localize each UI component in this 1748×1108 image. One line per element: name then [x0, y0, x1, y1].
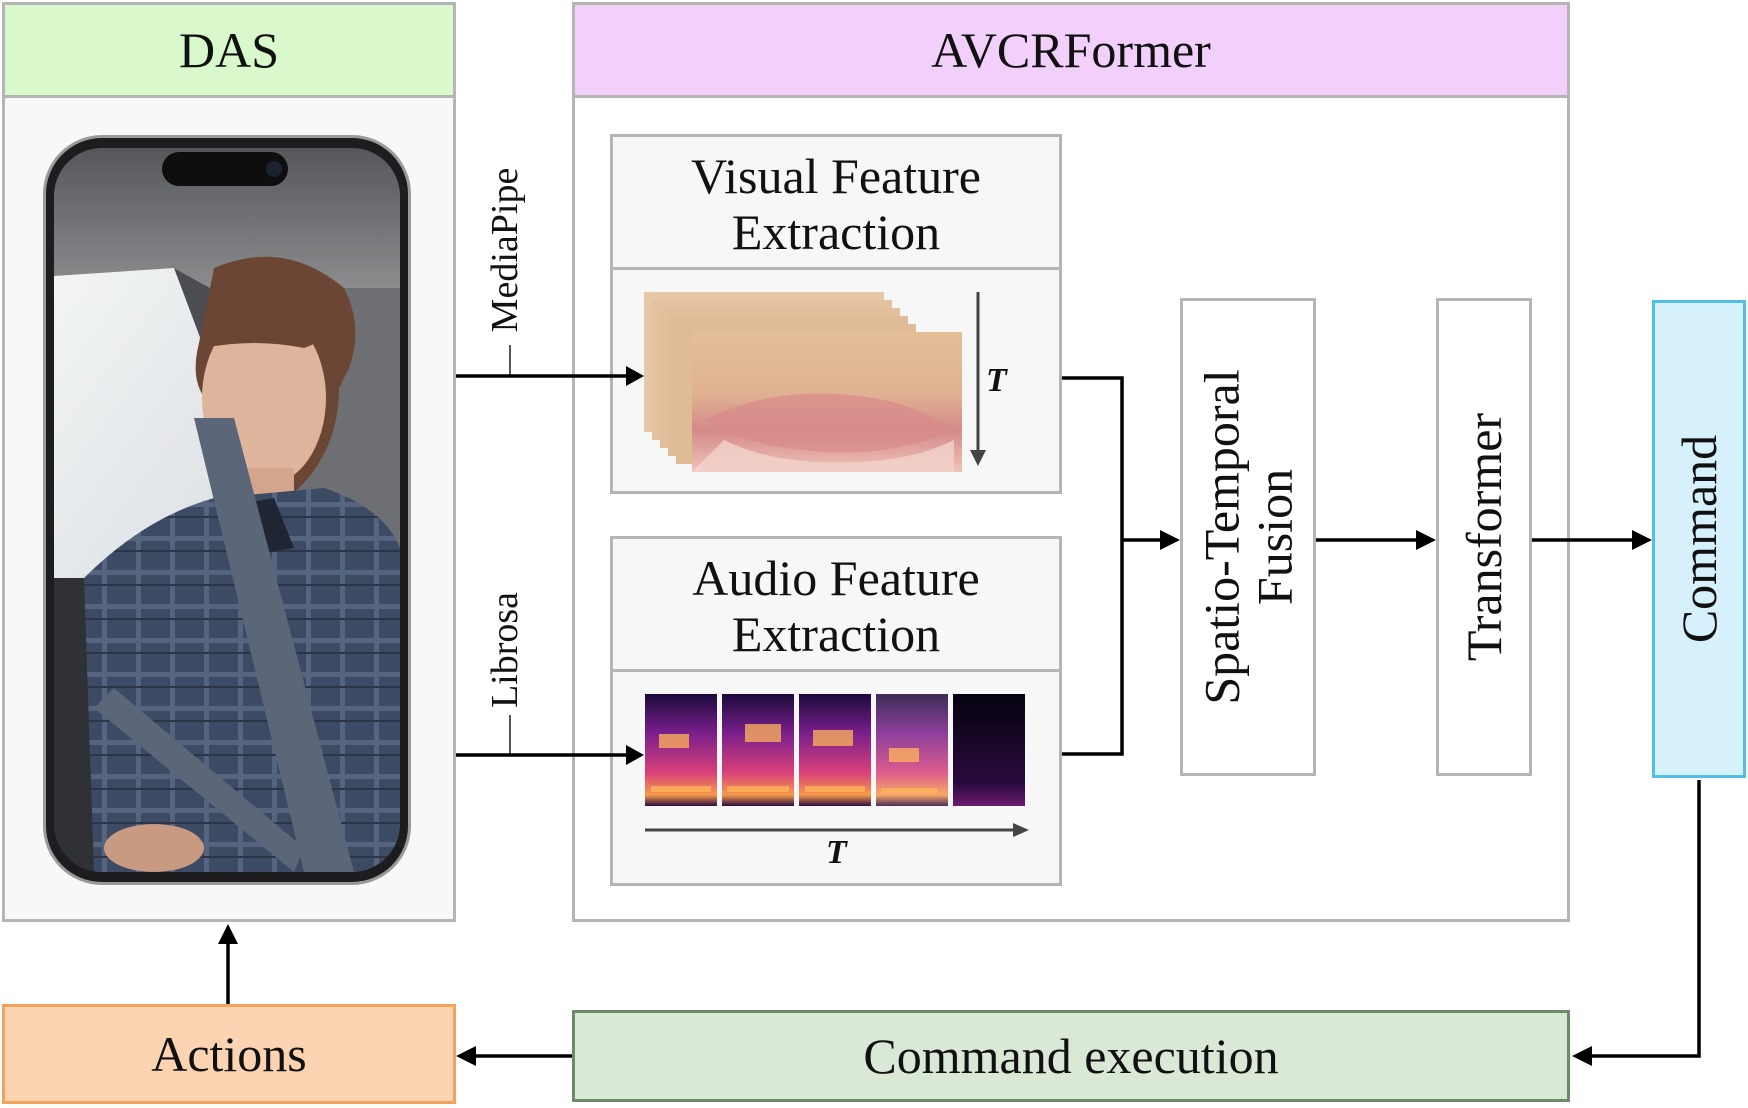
actions-label: Actions — [151, 1026, 307, 1082]
driver-photo — [54, 148, 400, 872]
spatio-temporal-fusion-box: Spatio-Temporal Fusion — [1180, 298, 1316, 776]
audio-time-label: T — [826, 834, 847, 871]
command-box: Command — [1652, 300, 1746, 778]
visual-time-arrow — [970, 292, 986, 466]
das-title: DAS — [178, 22, 280, 78]
visual-title-line2: Extraction — [731, 204, 941, 260]
visual-time-label: T — [986, 362, 1007, 399]
audio-title-line1: Audio Feature — [692, 550, 980, 606]
command-execution-box: Command execution — [572, 1010, 1570, 1102]
transformer-box: Transformer — [1436, 298, 1532, 776]
command-execution-label: Command execution — [863, 1028, 1279, 1084]
das-header: DAS — [2, 2, 456, 98]
lip-frames — [644, 292, 962, 472]
visual-title-line1: Visual Feature — [691, 148, 981, 204]
audio-title-line2: Extraction — [731, 606, 941, 662]
command-to-execution-arrow — [1592, 780, 1701, 1058]
phone-device — [46, 138, 408, 882]
spectrogram-frames — [645, 694, 1025, 806]
avcrformer-header: AVCRFormer — [572, 2, 1570, 98]
visual-to-merge-line — [1062, 376, 1124, 756]
audio-time-arrow — [645, 823, 1029, 837]
actions-box: Actions — [2, 1004, 456, 1104]
audio-feature-title: Audio Feature Extraction — [610, 536, 1062, 672]
avcrformer-title: AVCRFormer — [931, 22, 1211, 78]
visual-feature-title: Visual Feature Extraction — [610, 134, 1062, 270]
front-camera — [266, 161, 282, 177]
